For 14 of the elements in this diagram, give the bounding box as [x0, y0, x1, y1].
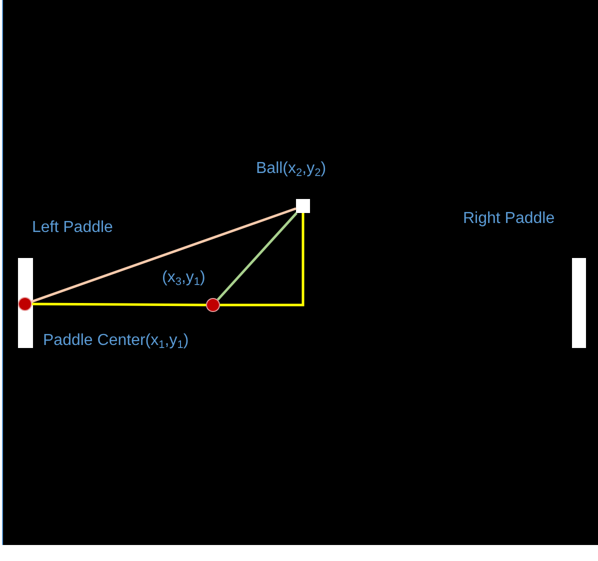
paddle-bar: [18, 258, 33, 348]
point-label: Right Paddle: [463, 210, 555, 228]
ball-square: [296, 199, 310, 213]
connector-line: [32, 302, 206, 306]
point-label: Left Paddle: [32, 219, 113, 237]
connector-line: [31, 207, 296, 303]
point-label: (x$_{3}$,y$_{1}$): [162, 269, 206, 287]
point-label: Paddle Center(x$_{1}$,y$_{1}$): [43, 332, 189, 350]
point-label: Ball(x$_{2}$,y$_{2}$): [256, 160, 326, 178]
connector-line: [220, 213, 304, 306]
point-dot: [206, 298, 220, 312]
connector-line: [216, 212, 298, 301]
paddle-bar: [572, 258, 586, 348]
point-dot: [18, 297, 32, 311]
